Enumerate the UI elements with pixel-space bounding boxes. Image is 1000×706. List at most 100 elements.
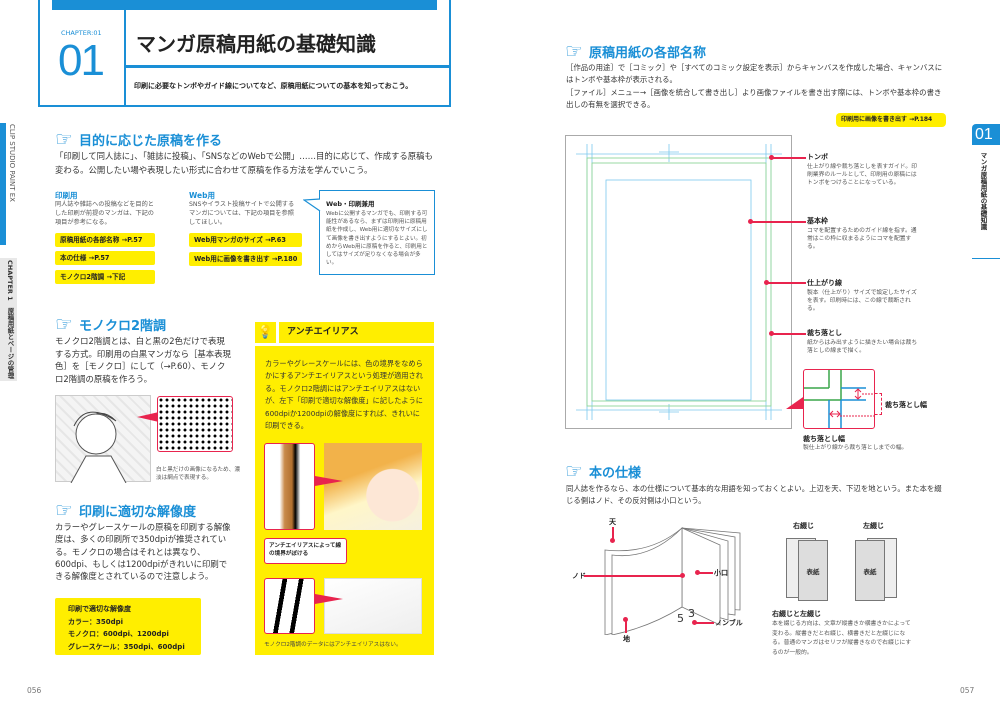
section-heading: ☞ 印刷に適切な解像度 bbox=[55, 500, 196, 520]
tip-title-bar: アンチエイリアス bbox=[279, 322, 434, 343]
halftone-caption: 白と黒だけの画像になるため、濃淡は網点で表現する。 bbox=[156, 467, 240, 481]
open-book-diagram bbox=[604, 527, 741, 635]
left-bound-book: 表紙 bbox=[855, 536, 897, 601]
section-body-2: ［ファイル］メニュー→［画像を統合して書き出し］より画像ファイルを書き出す際には… bbox=[566, 88, 942, 110]
book-label-bottom: 地 bbox=[623, 635, 630, 643]
tip-body: カラーやグレースケールには、色の境界をなめらかにするアンチエイリアスという処理が… bbox=[265, 359, 423, 431]
paper-diagram bbox=[565, 135, 792, 429]
page-5: 5 bbox=[677, 612, 684, 625]
link-book-spec[interactable]: 本の仕様 →P.57 bbox=[55, 251, 155, 265]
print-desc: 同人誌や雑誌への投稿などを目的とした印刷が前提のマンガは、下記の項目が参考になる… bbox=[55, 201, 154, 226]
section-body-1: ［作品の用途］で［コミック］や［すべてのコミック設定を表示］からキャンバスを作成… bbox=[566, 63, 943, 85]
right-bound-book: 表紙 bbox=[786, 536, 828, 601]
web-title: Web用 bbox=[189, 191, 215, 200]
antialias-zoom bbox=[264, 443, 315, 530]
print-title: 印刷用 bbox=[55, 191, 78, 200]
mono-manga-image bbox=[324, 578, 422, 634]
callout-title: Web・印刷兼用 bbox=[326, 200, 375, 208]
part-name: 仕上がり線 bbox=[807, 279, 842, 287]
part-name: トンボ bbox=[807, 153, 828, 161]
spine-chapter-bg bbox=[0, 258, 17, 381]
spine-chapter: CHAPTER 1 原稿用紙とページの管理 bbox=[6, 260, 14, 379]
part-desc: 紙からはみ出すように描きたい場合は裁ち落としの線まで描く。 bbox=[807, 340, 918, 355]
section-heading: ☞ モノクロ2階調 bbox=[55, 314, 166, 334]
heading-text: 印刷に適切な解像度 bbox=[78, 504, 196, 520]
pointer-arrow bbox=[137, 412, 159, 422]
tip-icon-box: 💡 bbox=[255, 322, 276, 343]
leader-line bbox=[766, 282, 806, 284]
color-manga-image bbox=[324, 443, 422, 530]
chapter-top-bar bbox=[52, 0, 437, 10]
callout-box: Web・印刷兼用 Webに公開するマンガでも、印刷する可能性があるなら、まずは印… bbox=[319, 190, 435, 275]
callout-pointer bbox=[303, 198, 321, 212]
marker-dot bbox=[680, 573, 685, 578]
lightbulb-icon: 💡 bbox=[257, 325, 274, 340]
resolution-box: 印刷で適切な解像度 カラー：350dpi モノクロ：600dpi、1200dpi… bbox=[55, 598, 201, 655]
binding-right: 右綴じ bbox=[793, 522, 814, 530]
spine-tab bbox=[0, 123, 6, 245]
link-export-print[interactable]: 印刷用に画像を書き出す →P.184 bbox=[836, 113, 946, 127]
section-body: 「印刷して同人誌に」、「雑誌に投稿」、「SNSなどのWebで公開」……目的に応じ… bbox=[55, 151, 433, 175]
section-body: 同人誌を作るなら、本の仕様について基本的な用語を知っておくとよい。上辺を天、下辺… bbox=[566, 484, 942, 506]
cover-label: 表紙 bbox=[806, 567, 820, 576]
pointing-hand-icon: ☞ bbox=[55, 127, 73, 151]
pointer-arrow bbox=[315, 594, 343, 604]
bleed-desc: 製仕上がり線から裁ち落としまでの幅。 bbox=[803, 445, 908, 451]
link-web-size[interactable]: Web用マンガのサイズ →P.63 bbox=[189, 233, 302, 247]
binding-desc: 本を綴じる方向は、文章が縦書きか横書きかによって変わる。縦書きだと右綴じ、横書き… bbox=[772, 621, 912, 656]
section-heading: ☞ 本の仕様 bbox=[565, 461, 641, 481]
mono-zoom bbox=[264, 578, 315, 634]
heading-text: 本の仕様 bbox=[588, 465, 641, 481]
pointing-hand-icon: ☞ bbox=[55, 498, 73, 522]
chapter-header: CHAPTER:01 01 マンガ原稿用紙の基礎知識 印刷に必要なトンボやガイド… bbox=[38, 0, 451, 107]
tip-title: アンチエイリアス bbox=[287, 327, 359, 337]
part-name: 裁ち落とし bbox=[807, 329, 842, 337]
web-desc: SNSやイラスト投稿サイトで公開するマンガについては、下記の項目を参照してほしい… bbox=[189, 201, 295, 226]
leader-line bbox=[584, 575, 682, 577]
link-web-export[interactable]: Web用に画像を書き出す →P.180 bbox=[189, 252, 302, 266]
resolution-gray: グレースケール：350dpi、600dpi bbox=[68, 642, 185, 651]
heading-text: 原稿用紙の各部名称 bbox=[588, 45, 706, 61]
chapter-title: マンガ原稿用紙の基礎知識 bbox=[136, 32, 376, 56]
leader-line bbox=[771, 333, 806, 335]
pointing-hand-icon: ☞ bbox=[565, 459, 583, 483]
leader-line bbox=[771, 157, 806, 159]
chapter-tab-number: 01 bbox=[972, 124, 1000, 145]
leader-line bbox=[750, 221, 806, 223]
resolution-mono: モノクロ：600dpi、1200dpi bbox=[68, 630, 169, 638]
bleed-label: 裁ち落とし幅 bbox=[885, 401, 927, 409]
link-mono[interactable]: モノクロ2階調 →下記 bbox=[55, 270, 155, 284]
leader-line bbox=[697, 572, 713, 574]
page-3: 3 bbox=[688, 607, 695, 620]
bleed-name: 裁ち落とし幅 bbox=[803, 435, 845, 443]
chapter-label: CHAPTER:01 bbox=[61, 29, 102, 37]
tip-caption: モノクロ2階調のデータにはアンチエイリアスはない。 bbox=[264, 642, 402, 648]
pointer-arrow bbox=[315, 476, 343, 486]
antialias-label: アンチエイリアスによって線の境界がぼける bbox=[264, 538, 347, 564]
antialias-label-text: アンチエイリアスによって線の境界がぼける bbox=[269, 543, 342, 557]
heading-text: モノクロ2階調 bbox=[78, 318, 166, 334]
book-label-top: 天 bbox=[609, 518, 616, 526]
marker-dot bbox=[623, 617, 628, 622]
link-paper-parts[interactable]: 原稿用紙の各部名称 →P.57 bbox=[55, 233, 155, 247]
section-body: カラーやグレースケールの原稿を印刷する解像度は、多くの印刷所で350dpiが推奨… bbox=[55, 522, 231, 582]
pointing-hand-icon: ☞ bbox=[55, 312, 73, 336]
leader-line bbox=[694, 622, 714, 624]
tab-divider bbox=[972, 258, 1000, 259]
section-heading: ☞ 原稿用紙の各部名称 bbox=[565, 41, 706, 61]
halftone-zoom bbox=[157, 396, 233, 452]
book-label-folio: ノンブル bbox=[715, 619, 743, 627]
part-name: 基本枠 bbox=[807, 217, 828, 225]
pointing-hand-icon: ☞ bbox=[565, 39, 583, 63]
part-desc: 仕上がり線や裁ち落としを表すガイド。印刷業界のルールとして、印刷用の原稿にはトン… bbox=[807, 164, 918, 187]
chapter-subtitle: 印刷に必要なトンボやガイド線についてなど、原稿用紙についての基本を知っておこう。 bbox=[134, 82, 413, 90]
heading-text: 目的に応じた原稿を作る bbox=[78, 133, 222, 149]
section-heading: ☞ 目的に応じた原稿を作る bbox=[55, 129, 222, 149]
binding-left: 左綴じ bbox=[863, 522, 884, 530]
book-label-edge: 小口 bbox=[714, 569, 728, 577]
resolution-color: カラー：350dpi bbox=[68, 617, 124, 626]
bleed-bracket bbox=[875, 393, 882, 415]
leader-line bbox=[625, 620, 627, 633]
resolution-title: 印刷で適切な解像度 bbox=[68, 605, 131, 613]
tip-body-box: カラーやグレースケールには、色の境界をなめらかにするアンチエイリアスという処理が… bbox=[255, 346, 434, 655]
